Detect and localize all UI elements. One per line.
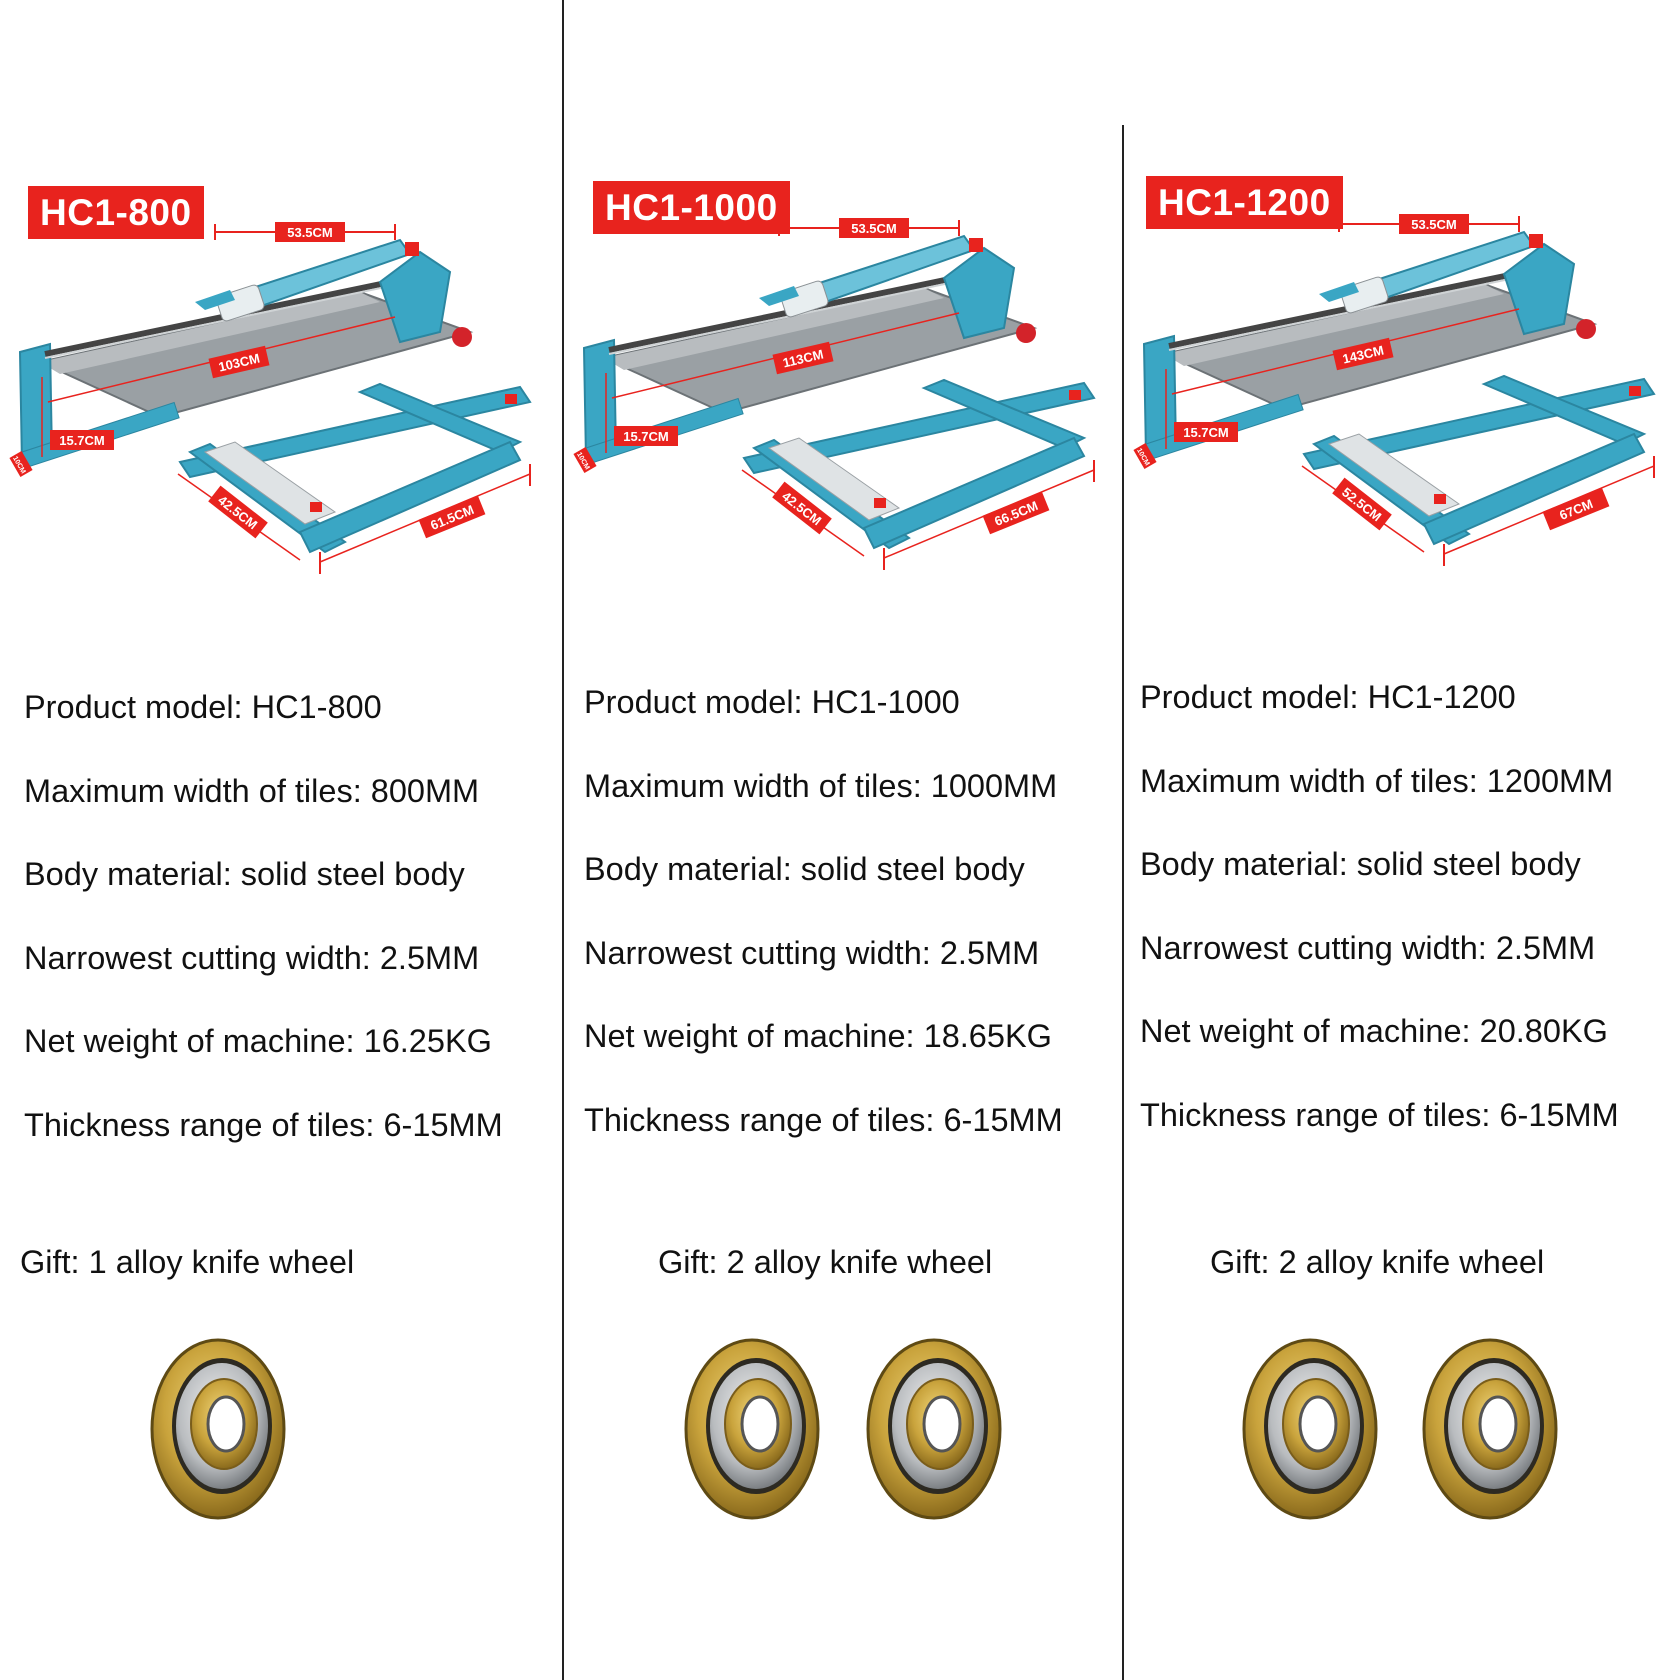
spec-line: Product model: HC1-800 [24,689,382,725]
bottom-frame-bar [1422,432,1646,546]
spec-line: Body material: solid steel body [24,856,465,892]
dim-top-label: 53.5CM [1411,217,1457,232]
spec-line: Thickness range of tiles: 6-15MM [584,1101,1063,1138]
tile-cutter-illustration: 53.5CM 103CM 15.7CM 10CM 42.5CM [9,222,532,574]
side-arm [1319,282,1359,302]
bottom-frame-bar [298,440,522,554]
cutter-head [1502,242,1576,336]
gift-text: Gift: 1 alloy knife wheel [20,1244,355,1280]
spec-line: Net weight of machine: 20.80KG [1140,1013,1608,1049]
cutter-top-cap [1529,234,1543,248]
column-divider-left [562,0,564,1680]
spec-line: Narrowest cutting width: 2.5MM [1140,929,1596,966]
red-stop-marker [1629,386,1641,396]
right-support-bar [921,378,1087,450]
bottom-frame-bar [862,436,1086,550]
base-plate-top [1164,284,1504,366]
dim-top: 53.5CM [214,222,396,242]
red-stop-marker [874,498,886,508]
dim-front: 61.5CM [319,464,531,574]
product-column: HC1-1200 [1124,0,1680,1680]
spec-line: Narrowest cutting width: 2.5MM [24,939,480,976]
side-arm [759,286,799,306]
dim-height-label: 15.7CM [1183,425,1229,440]
dim-height: 15.7CM [605,373,678,453]
ruler [1327,433,1461,517]
gift-text: Gift: 2 alloy knife wheel [658,1244,993,1280]
guide-rail-shine [608,279,965,355]
red-stop-marker [1069,390,1081,400]
base-plate-top [604,288,944,370]
red-knob [1576,319,1596,339]
spec-line: Maximum width of tiles: 800MM [24,772,480,809]
cutter-top-cap [969,238,983,252]
dim-rail: 113CM [611,312,960,399]
dim-height: 15.7CM [41,377,114,457]
side-arm [195,290,235,310]
product-column: HC1-800 [0,0,560,1680]
model-badge: HC1-800 [28,186,204,239]
spec-line: Maximum width of tiles: 1000MM [584,767,1058,804]
spec-line: Product model: HC1-1200 [1140,679,1516,715]
model-badge: HC1-1200 [1146,176,1343,229]
red-knob [1016,323,1036,343]
tile-cutter-illustration: 53.5CM 113CM 15.7CM 10CM 42.5CM [573,218,1096,570]
ruler [203,441,337,525]
dim-top: 53.5CM [778,218,960,238]
guide-rail-shine [1168,275,1525,351]
spec-line: Body material: solid steel body [1140,846,1581,882]
guide-rail-shine [44,283,401,359]
red-stop-marker [310,502,322,512]
right-support-bar [357,382,523,454]
base-plate-top [40,292,380,374]
dim-height-label: 15.7CM [623,429,669,444]
gift-text: Gift: 2 alloy knife wheel [1210,1244,1545,1280]
spec-line: Narrowest cutting width: 2.5MM [584,934,1040,971]
alloy-knife-wheel-icon [684,1338,820,1520]
right-support-bar [1481,374,1647,446]
dim-height: 15.7CM [1165,369,1238,449]
dim-top: 53.5CM [1338,214,1520,234]
spec-line: Net weight of machine: 16.25KG [24,1023,492,1059]
spec-line: Body material: solid steel body [584,851,1025,887]
dim-top-label: 53.5CM [287,225,333,240]
spec-line: Maximum width of tiles: 1200MM [1140,762,1614,799]
left-support-bar [751,438,911,550]
spec-line: Thickness range of tiles: 6-15MM [1140,1096,1619,1133]
product-column: HC1-1000 [564,0,1124,1680]
ruler [767,437,901,521]
red-stop-marker [1434,494,1446,504]
column-divider-right [1122,125,1124,1680]
tile-cutter-illustration: 53.5CM 143CM 15.7CM 10CM 52.5CM [1133,214,1656,566]
red-stop-marker [505,394,517,404]
cutter-top-cap [405,242,419,256]
alloy-knife-wheel-icon [866,1338,1002,1520]
spec-line: Product model: HC1-1000 [584,684,960,720]
dim-top-label: 53.5CM [851,221,897,236]
model-badge: HC1-1000 [593,181,790,234]
spec-line: Net weight of machine: 18.65KG [584,1018,1052,1054]
dim-depth: 52.5CM [1301,465,1425,553]
left-support-bar [1311,434,1471,546]
cutter-head [942,246,1016,340]
alloy-knife-wheel-icon [150,1338,286,1520]
spec-line: Thickness range of tiles: 6-15MM [24,1106,503,1143]
red-knob [452,327,472,347]
dim-height-label: 15.7CM [59,433,105,448]
alloy-knife-wheel-icon [1242,1338,1378,1520]
cutter-head [378,250,452,344]
left-support-bar [187,442,347,554]
alloy-knife-wheel-icon [1422,1338,1558,1520]
